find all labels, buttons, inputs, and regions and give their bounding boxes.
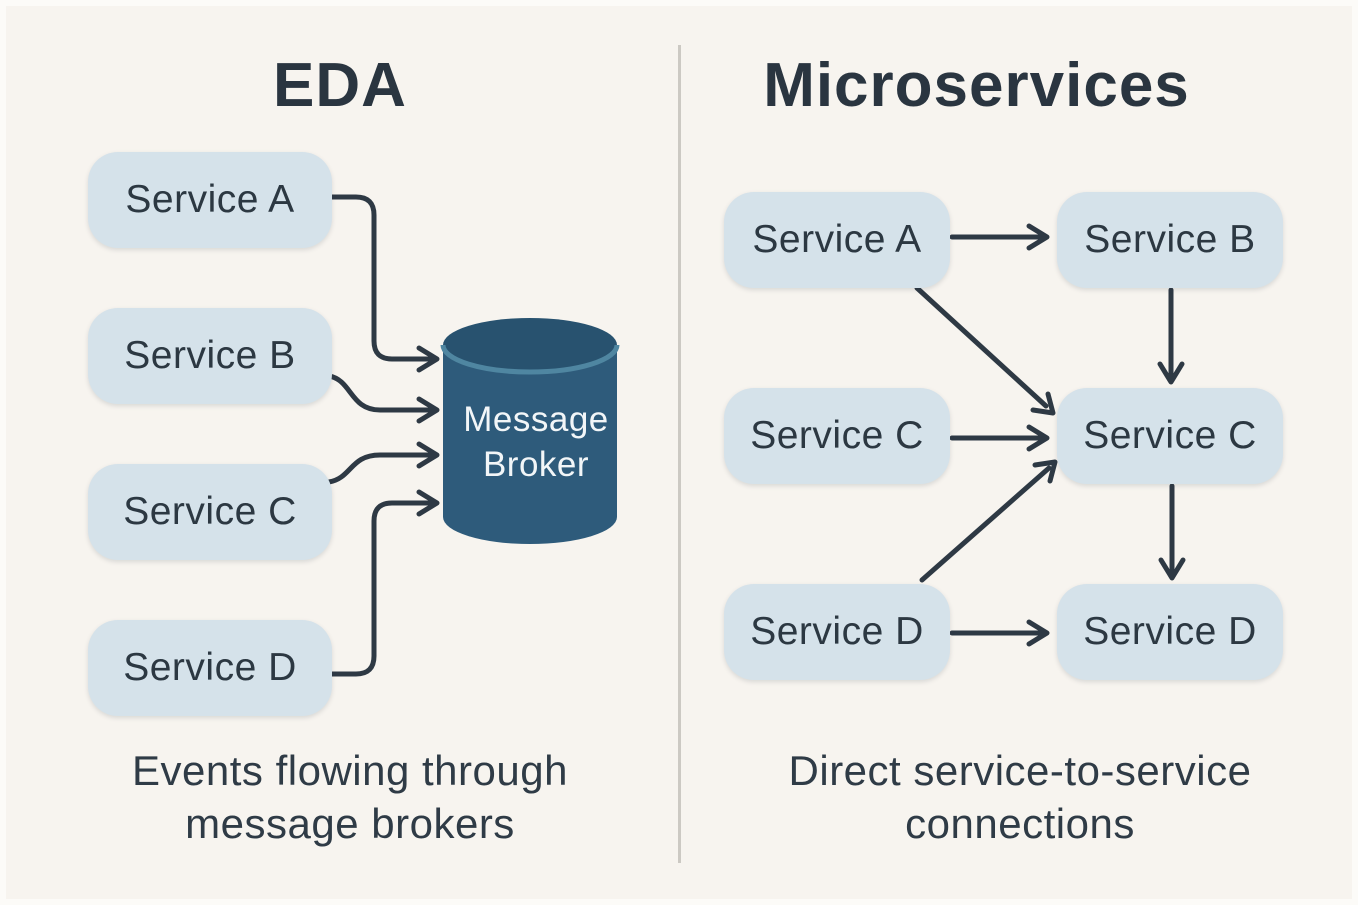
eda-service-d-box: Service D: [88, 620, 332, 716]
ms-service-c-left-label: Service C: [750, 414, 924, 457]
ms-service-d-left-label: Service D: [750, 610, 924, 653]
eda-service-b-label: Service B: [124, 334, 296, 377]
microservices-title: Microservices: [763, 51, 1190, 120]
ms-service-c-right-label: Service C: [1083, 414, 1257, 457]
eda-service-d-label: Service D: [123, 646, 297, 689]
eda-caption-line1: Events flowing through: [132, 747, 568, 794]
arrow-service-d-to-broker: [329, 489, 440, 677]
microservices-caption-line1: Direct service-to-service: [788, 747, 1252, 794]
eda-caption: Events flowing through message brokers: [6, 744, 700, 850]
message-broker-label: Message Broker: [443, 397, 629, 487]
ms-service-d-right-label: Service D: [1083, 610, 1257, 653]
eda-caption-line2: message brokers: [185, 800, 515, 847]
microservices-caption: Direct service-to-service connections: [670, 744, 1352, 850]
ms-service-a-label: Service A: [752, 218, 922, 261]
arrow-service-c-to-service-c: [949, 424, 1050, 452]
ms-service-a-box: Service A: [724, 192, 950, 288]
arrow-service-c-to-service-d: [1158, 483, 1186, 581]
ms-service-d-right-box: Service D: [1057, 584, 1283, 680]
ms-service-c-right-box: Service C: [1057, 388, 1283, 484]
eda-title: EDA: [273, 51, 407, 120]
arrow-service-b-to-broker: [326, 373, 440, 424]
arrow-service-c-to-broker: [326, 441, 440, 485]
ms-service-c-left-box: Service C: [724, 388, 950, 484]
ms-service-d-left-box: Service D: [724, 584, 950, 680]
microservices-caption-line2: connections: [905, 800, 1135, 847]
eda-service-c-label: Service C: [123, 490, 297, 533]
arrow-service-a-to-service-c: [914, 285, 1056, 416]
panel-divider: [678, 45, 681, 863]
arrow-service-d-to-service-c: [919, 459, 1058, 583]
ms-service-b-box: Service B: [1057, 192, 1283, 288]
message-broker-label-line1: Message: [463, 400, 609, 439]
message-broker-label-line2: Broker: [482, 445, 590, 484]
eda-service-c-box: Service C: [88, 464, 332, 560]
arrow-service-a-to-service-b: [949, 223, 1050, 251]
arrow-service-a-to-broker: [329, 194, 440, 373]
eda-service-a-box: Service A: [88, 152, 332, 248]
arrow-service-d-to-service-d: [949, 619, 1050, 647]
arrow-service-b-to-service-c: [1157, 287, 1185, 385]
eda-service-a-label: Service A: [125, 178, 295, 221]
eda-service-b-box: Service B: [88, 308, 332, 404]
message-broker-cylinder: [440, 318, 620, 544]
ms-service-b-label: Service B: [1084, 218, 1256, 261]
